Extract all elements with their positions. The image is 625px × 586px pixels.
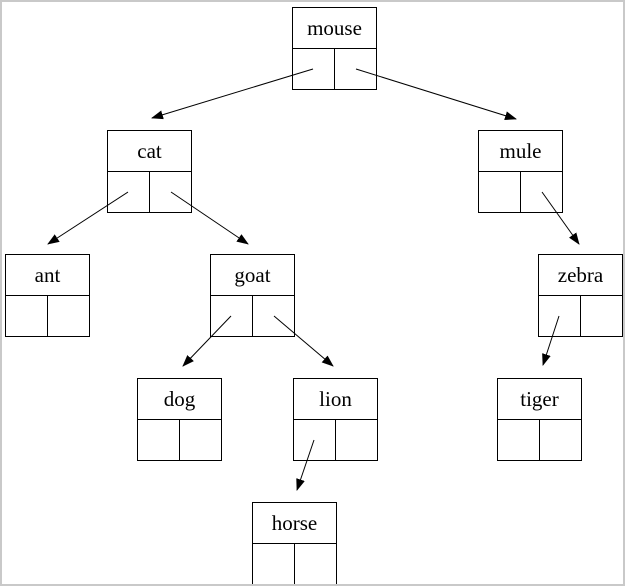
- pointer-cells-tiger: [498, 420, 581, 460]
- left-pointer-cell: [479, 172, 521, 212]
- node-label-cat: cat: [108, 131, 191, 172]
- right-pointer-cell: [295, 544, 336, 584]
- right-pointer-cell: [150, 172, 191, 212]
- right-pointer-cell: [180, 420, 221, 460]
- pointer-cells-zebra: [539, 296, 622, 336]
- pointer-cells-ant: [6, 296, 89, 336]
- tree-node-cat: cat: [107, 130, 192, 213]
- tree-node-horse: horse: [252, 502, 337, 584]
- pointer-cells-mule: [479, 172, 562, 212]
- tree-node-dog: dog: [137, 378, 222, 461]
- tree-node-zebra: zebra: [538, 254, 623, 337]
- edge-mouse-left-cat: [151, 68, 314, 120]
- node-label-ant: ant: [6, 255, 89, 296]
- node-label-zebra: zebra: [539, 255, 622, 296]
- left-pointer-cell: [294, 420, 336, 460]
- node-label-dog: dog: [138, 379, 221, 420]
- tree-node-tiger: tiger: [497, 378, 582, 461]
- right-pointer-cell: [253, 296, 294, 336]
- left-pointer-cell: [498, 420, 540, 460]
- node-label-goat: goat: [211, 255, 294, 296]
- right-pointer-cell: [581, 296, 622, 336]
- left-pointer-cell: [6, 296, 48, 336]
- node-label-tiger: tiger: [498, 379, 581, 420]
- node-label-mouse: mouse: [293, 8, 376, 49]
- tree-node-goat: goat: [210, 254, 295, 337]
- right-pointer-cell: [48, 296, 89, 336]
- node-label-horse: horse: [253, 503, 336, 544]
- tree-node-mouse: mouse: [292, 7, 377, 90]
- node-label-lion: lion: [294, 379, 377, 420]
- right-pointer-cell: [336, 420, 377, 460]
- left-pointer-cell: [253, 544, 295, 584]
- right-pointer-cell: [521, 172, 562, 212]
- left-pointer-cell: [211, 296, 253, 336]
- left-pointer-cell: [293, 49, 335, 89]
- pointer-cells-lion: [294, 420, 377, 460]
- tree-node-ant: ant: [5, 254, 90, 337]
- left-pointer-cell: [108, 172, 150, 212]
- right-pointer-cell: [335, 49, 376, 89]
- pointer-cells-goat: [211, 296, 294, 336]
- node-label-mule: mule: [479, 131, 562, 172]
- tree-node-lion: lion: [293, 378, 378, 461]
- pointer-cells-dog: [138, 420, 221, 460]
- pointer-cells-horse: [253, 544, 336, 584]
- right-pointer-cell: [540, 420, 581, 460]
- tree-node-mule: mule: [478, 130, 563, 213]
- edge-mouse-right-mule: [355, 68, 517, 121]
- left-pointer-cell: [539, 296, 581, 336]
- left-pointer-cell: [138, 420, 180, 460]
- pointer-cells-cat: [108, 172, 191, 212]
- pointer-cells-mouse: [293, 49, 376, 89]
